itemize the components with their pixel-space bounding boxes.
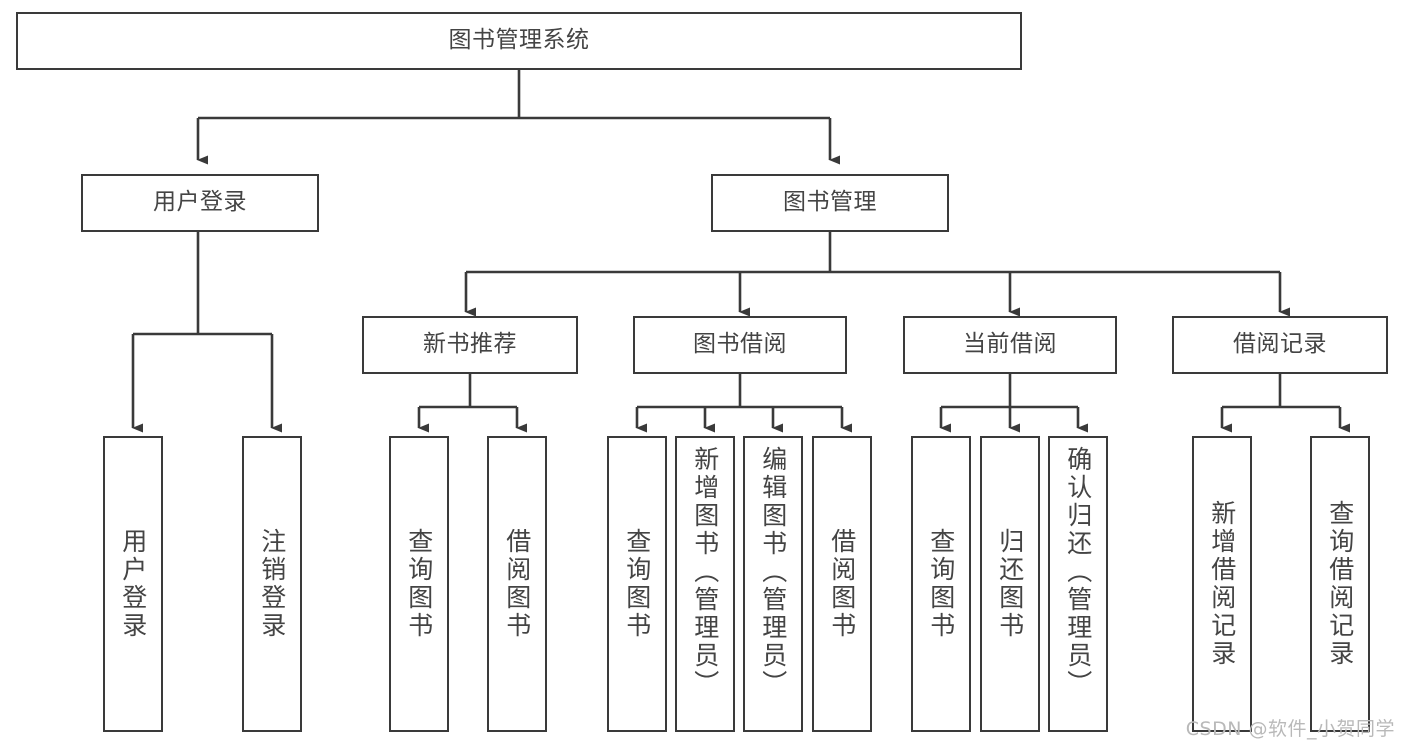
node-label: 图书管理系统 [448, 27, 590, 54]
node-current-borrow[interactable]: 当前借阅 [903, 316, 1117, 374]
node-label: 查询图书 [404, 528, 434, 640]
leaf-query-borrow-record[interactable]: 查询借阅记录 [1310, 436, 1370, 732]
node-label: 查询图书 [926, 528, 956, 640]
node-borrow-records[interactable]: 借阅记录 [1172, 316, 1388, 374]
leaf-add-borrow-record[interactable]: 新增借阅记录 [1192, 436, 1252, 732]
node-label: 用户登录 [118, 528, 148, 640]
node-label: 注销登录 [257, 528, 287, 640]
leaf-query-book-borrow[interactable]: 查询图书 [607, 436, 667, 732]
node-label: 借阅图书 [827, 528, 857, 640]
leaf-borrow-book[interactable]: 借阅图书 [812, 436, 872, 732]
node-label: 查询图书 [622, 528, 652, 640]
node-new-book-recommend[interactable]: 新书推荐 [362, 316, 578, 374]
leaf-query-book-current[interactable]: 查询图书 [911, 436, 971, 732]
leaf-return-book[interactable]: 归还图书 [980, 436, 1040, 732]
node-label: 借阅记录 [1233, 331, 1327, 358]
leaf-borrow-book-recommend[interactable]: 借阅图书 [487, 436, 547, 732]
node-label: 新增图书（管理员） [690, 446, 720, 698]
leaf-edit-book-admin[interactable]: 编辑图书（管理员） [743, 436, 803, 732]
node-label: 用户登录 [153, 189, 247, 216]
node-label: 图书借阅 [693, 331, 787, 358]
leaf-user-login[interactable]: 用户登录 [103, 436, 163, 732]
leaf-query-book-recommend[interactable]: 查询图书 [389, 436, 449, 732]
node-label: 查询借阅记录 [1325, 500, 1355, 668]
node-label: 当前借阅 [963, 331, 1057, 358]
node-book-management[interactable]: 图书管理 [711, 174, 949, 232]
leaf-logout[interactable]: 注销登录 [242, 436, 302, 732]
node-label: 图书管理 [783, 189, 877, 216]
node-label: 借阅图书 [502, 528, 532, 640]
node-user-login[interactable]: 用户登录 [81, 174, 319, 232]
node-label: 新书推荐 [423, 331, 517, 358]
leaf-add-book-admin[interactable]: 新增图书（管理员） [675, 436, 735, 732]
node-root-system[interactable]: 图书管理系统 [16, 12, 1022, 70]
node-label: 新增借阅记录 [1207, 500, 1237, 668]
node-book-borrow[interactable]: 图书借阅 [633, 316, 847, 374]
node-label: 确认归还（管理员） [1063, 446, 1093, 698]
node-label: 归还图书 [995, 528, 1025, 640]
leaf-confirm-return-admin[interactable]: 确认归还（管理员） [1048, 436, 1108, 732]
watermark-text: CSDN @软件_小贺同学 [1185, 718, 1395, 740]
node-label: 编辑图书（管理员） [758, 446, 788, 698]
